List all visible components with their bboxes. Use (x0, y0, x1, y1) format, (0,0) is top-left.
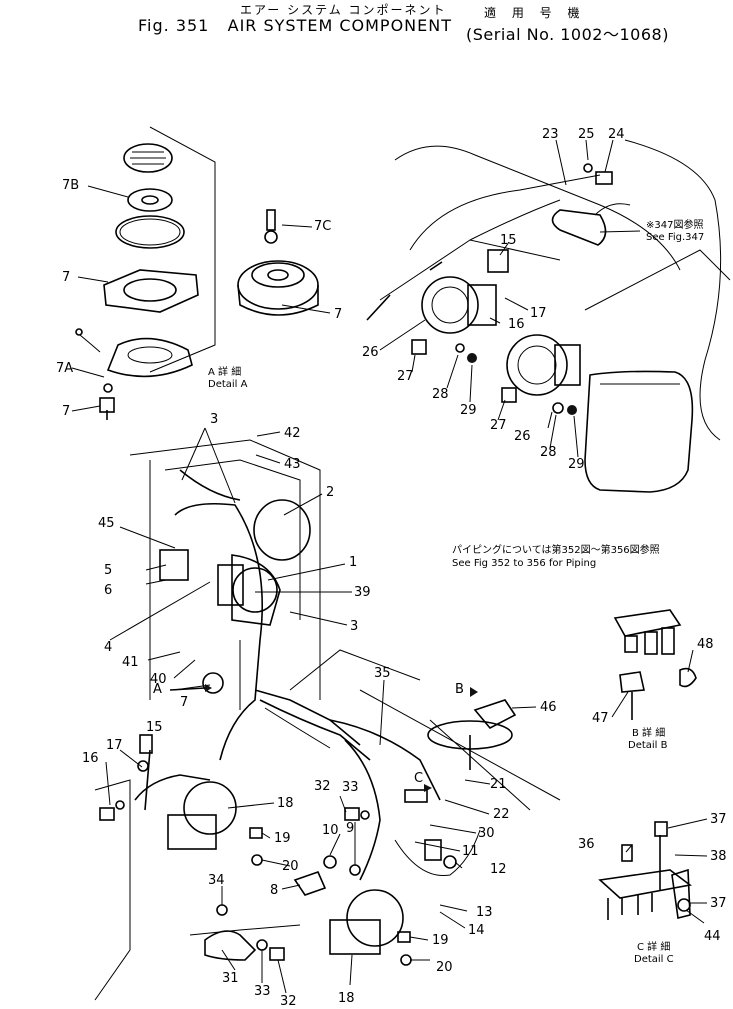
callout-labels: 7B 7C 7 7 7A 7 23 25 24 15 17 16 26 27 2… (56, 127, 727, 1009)
detail-c-drawing (598, 821, 692, 920)
callout-29: 29 (460, 403, 477, 418)
callout-33: 33 (254, 984, 271, 999)
see-fig347-jp: ※347図参照 (646, 218, 703, 231)
detail-b-drawing (613, 609, 697, 720)
callout-27: 27 (397, 369, 414, 384)
figure-title: Fig. 351 AIR SYSTEM COMPONENT (138, 16, 452, 35)
callout-25: 25 (578, 127, 595, 142)
callout-3: 3 (210, 412, 218, 427)
view-arrows (169, 684, 478, 792)
callout-5: 5 (104, 563, 112, 578)
callout-22: 22 (493, 807, 510, 822)
serial-range: 適 用 号 機 (Serial No. 1002～1068) (466, 4, 669, 45)
callout-19: 19 (432, 933, 449, 948)
title-japanese: エアー システム コンポーネント (240, 3, 447, 17)
piping-note-en: See Fig 352 to 356 for Piping (452, 558, 596, 569)
view-arrow-b: B (455, 682, 464, 697)
callout-7: 7 (62, 404, 70, 419)
callout-34: 34 (208, 873, 225, 888)
callout-48: 48 (697, 637, 714, 652)
detail-b-en: Detail B (628, 740, 668, 751)
figure-title-text: AIR SYSTEM COMPONENT (227, 16, 452, 35)
callout-32: 32 (280, 994, 297, 1009)
callout-24: 24 (608, 127, 625, 142)
main-air-system-drawing (94, 439, 561, 1001)
compressor-mount-drawing (366, 139, 731, 493)
callout-47: 47 (592, 711, 609, 726)
callout-26: 26 (362, 345, 379, 360)
callout-29: 29 (568, 457, 585, 472)
callout-18: 18 (338, 991, 355, 1006)
callout-40: 40 (150, 672, 167, 687)
callout-16: 16 (82, 751, 99, 766)
callout-41: 41 (122, 655, 139, 670)
leader-lines (71, 139, 708, 994)
callout-18: 18 (277, 796, 294, 811)
callout-7a: 7A (56, 361, 73, 376)
figure-number: Fig. 351 (138, 16, 210, 35)
callout-39: 39 (354, 585, 371, 600)
callout-37: 37 (710, 812, 727, 827)
callout-27: 27 (490, 418, 507, 433)
callout-15: 15 (146, 720, 163, 735)
callout-7: 7 (334, 307, 342, 322)
serial-number-range: (Serial No. 1002～1068) (466, 25, 669, 44)
callout-42: 42 (284, 426, 301, 441)
callout-21: 21 (490, 777, 507, 792)
callout-23: 23 (542, 127, 559, 142)
callout-14: 14 (468, 923, 485, 938)
callout-9: 9 (346, 821, 354, 836)
callout-15: 15 (500, 233, 517, 248)
callout-7b: 7B (62, 178, 79, 193)
callout-16: 16 (508, 317, 525, 332)
callout-12: 12 (490, 862, 507, 877)
callout-38: 38 (710, 849, 727, 864)
callout-35: 35 (374, 666, 391, 681)
callout-11: 11 (462, 844, 479, 859)
callout-8: 8 (270, 883, 278, 898)
callout-20: 20 (436, 960, 453, 975)
callout-20: 20 (282, 859, 299, 874)
callout-28: 28 (540, 445, 557, 460)
callout-45: 45 (98, 516, 115, 531)
callout-30: 30 (478, 826, 495, 841)
detail-a-en: Detail A (208, 379, 248, 390)
callout-46: 46 (540, 700, 557, 715)
callout-7: 7 (180, 695, 188, 710)
see-fig347-en: See Fig.347 (646, 232, 704, 243)
callout-43: 43 (284, 457, 301, 472)
callout-33: 33 (342, 780, 359, 795)
detail-c-en: Detail C (634, 954, 674, 965)
callout-36: 36 (578, 837, 595, 852)
callout-7: 7 (62, 270, 70, 285)
callout-6: 6 (104, 583, 112, 598)
callout-10: 10 (322, 823, 339, 838)
callout-13: 13 (476, 905, 493, 920)
callout-1: 1 (349, 555, 357, 570)
callout-37: 37 (710, 896, 727, 911)
callout-26: 26 (514, 429, 531, 444)
view-arrow-c: C (414, 771, 423, 786)
callout-32: 32 (314, 779, 331, 794)
callout-44: 44 (704, 929, 721, 944)
callout-3: 3 (350, 619, 358, 634)
callout-31: 31 (222, 971, 239, 986)
view-arrow-a: A (153, 682, 162, 697)
callout-17: 17 (106, 738, 123, 753)
detail-b-jp: B 詳 細 (632, 726, 665, 739)
callout-2: 2 (326, 485, 334, 500)
callout-28: 28 (432, 387, 449, 402)
piping-note-jp: パイピングについては第352図～第356図参照 (452, 543, 660, 556)
notes: ※347図参照 See Fig.347 パイピングについては第352図～第356… (153, 218, 704, 965)
callout-17: 17 (530, 306, 547, 321)
detail-a-jp: A 詳 細 (208, 365, 241, 378)
callout-19: 19 (274, 831, 291, 846)
detail-c-jp: C 詳 細 (637, 940, 670, 953)
callout-4: 4 (104, 640, 112, 655)
detail-a-drawing (75, 126, 319, 420)
callout-7c: 7C (314, 219, 331, 234)
serial-japanese: 適 用 号 機 (484, 6, 586, 20)
